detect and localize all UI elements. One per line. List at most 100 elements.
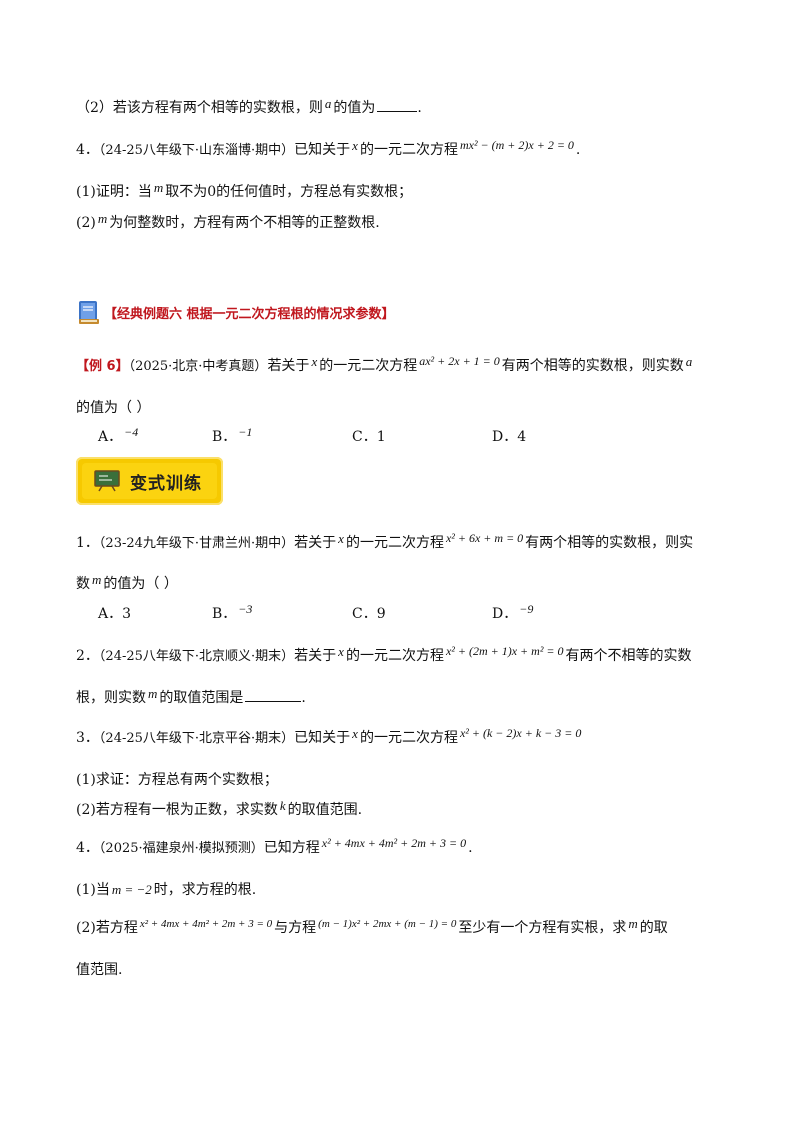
var-x: x: [352, 138, 358, 153]
var-x: x: [311, 354, 318, 369]
text: 的值为（ ）: [103, 576, 178, 592]
equation: x² + (k − 2)x + k − 3 = 0: [459, 726, 582, 740]
question-number: 4．: [76, 840, 99, 856]
choice-value: −4: [124, 425, 139, 439]
text: 至少有一个方程有实根，求: [458, 920, 627, 936]
equation: ax² + 2x + 1 = 0: [419, 354, 500, 368]
text: 的值为（ ）: [76, 400, 151, 416]
text: 有两个相等的实数根，则实数: [501, 358, 684, 374]
text: 的一元二次方程: [359, 142, 458, 158]
var-k: k: [279, 798, 286, 813]
equation: mx² − (m + 2)x + 2 = 0: [459, 138, 574, 152]
practice-banner: 变式训练: [76, 457, 223, 505]
text: (1)当: [76, 882, 110, 898]
choice-label: B．: [212, 606, 237, 622]
question-source: （2025·福建泉州·模拟预测）: [98, 841, 264, 856]
choice-label: B．: [212, 429, 237, 445]
question-number: 2．: [76, 648, 99, 664]
choice-label: A．3: [98, 606, 132, 622]
equation: x² + 4mx + 4m² + 2m + 3 = 0: [321, 836, 467, 850]
text: .: [301, 690, 306, 706]
text: (2)若方程有一根为正数，求实数: [76, 802, 278, 818]
var-x: x: [352, 726, 358, 741]
exercise-4-part-2-line-2: 值范围.: [76, 960, 122, 980]
question-source: （2025·北京·中考真题）: [128, 359, 268, 374]
text: .: [468, 840, 473, 856]
var-m: m: [97, 211, 108, 226]
book-icon: [79, 301, 99, 324]
choice-a[interactable]: A．3: [98, 604, 131, 624]
var-m: m: [628, 916, 638, 931]
text: (2): [76, 215, 96, 231]
text: (1)求证：方程总有两个实数根；: [76, 772, 278, 788]
whiteboard-icon: [94, 470, 120, 492]
practice-banner-label: 变式训练: [130, 473, 202, 494]
answer-blank[interactable]: [377, 98, 418, 112]
choice-label: D．: [492, 606, 518, 622]
choice-c[interactable]: C．9: [352, 604, 386, 624]
section-heading-text: 【经典例题六 根据一元二次方程根的情况求参数】: [104, 307, 395, 322]
text: 值范围.: [76, 962, 123, 978]
text: 的一元二次方程: [345, 535, 444, 551]
var-m: m: [153, 180, 164, 195]
choice-label: D．4: [492, 429, 527, 445]
section-heading: 【经典例题六 根据一元二次方程根的情况求参数】: [104, 304, 395, 325]
var-a: a: [324, 96, 332, 111]
text: 若关于: [294, 648, 337, 664]
choice-label: A．: [98, 429, 123, 445]
choice-c[interactable]: C．1: [352, 427, 386, 447]
equation: x² + (2m + 1)x + m² = 0: [445, 644, 564, 658]
choice-label: C．1: [352, 429, 386, 445]
exercise-3-part-1: (1)求证：方程总有两个实数根；: [76, 770, 278, 790]
text: 取不为0的任何值时，方程总有实数根；: [165, 184, 413, 200]
question-source: （24-25八年级下·山东淄博·期中）: [98, 143, 295, 158]
var-x: x: [338, 644, 344, 659]
text: 有两个相等的实数根，则实: [525, 535, 694, 551]
text: 数: [76, 576, 90, 592]
text: 的值为: [333, 100, 376, 116]
choice-d[interactable]: D．4: [492, 427, 526, 447]
equation: (m − 1)x² + 2mx + (m − 1) = 0: [318, 918, 457, 930]
text: 若关于: [267, 358, 310, 374]
question-source: （24-25八年级下·北京平谷·期末）: [98, 731, 295, 746]
text: 根，则实数: [76, 690, 146, 706]
text: .: [417, 100, 422, 116]
question-number: 1．: [76, 535, 99, 551]
text: 的一元二次方程: [359, 730, 458, 746]
text: 的一元二次方程: [345, 648, 444, 664]
question-source: （23-24九年级下·甘肃兰州·期中）: [98, 536, 295, 551]
example-6-line-2: 的值为（ ）: [76, 398, 150, 418]
text: 的取: [639, 920, 668, 936]
question-number: 4．: [76, 142, 99, 158]
text: 与方程: [274, 920, 317, 936]
text: 若关于: [294, 535, 337, 551]
choice-d[interactable]: D．−9: [492, 602, 535, 624]
choice-a[interactable]: A．−4: [98, 425, 140, 447]
text: .: [575, 142, 581, 158]
text: 的取值范围.: [287, 802, 363, 818]
text: 已知关于: [294, 730, 351, 746]
var-m: m: [92, 572, 102, 587]
text: 的取值范围是: [159, 690, 244, 706]
var-x: x: [338, 531, 344, 546]
choice-b[interactable]: B．−3: [212, 602, 254, 624]
choice-value: −3: [238, 602, 253, 616]
choice-b[interactable]: B．−1: [212, 425, 254, 447]
answer-blank[interactable]: [245, 688, 302, 702]
choice-value: −1: [238, 425, 253, 439]
var-a: a: [685, 354, 693, 369]
choice-label: C．9: [352, 606, 386, 622]
equation: m = −2: [111, 882, 152, 897]
